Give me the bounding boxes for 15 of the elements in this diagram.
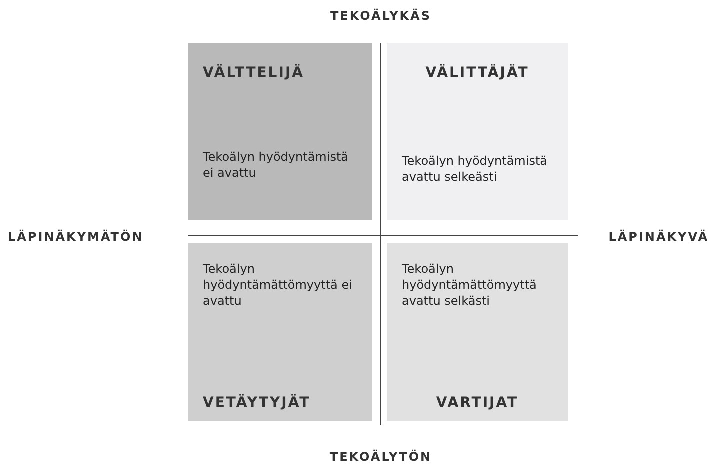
quadrant-description: Tekoälyn hyödyntämistä avattu selkeästi: [402, 153, 549, 185]
quadrant-title: VETÄYTYJÄT: [203, 395, 311, 411]
quadrant-description: Tekoälyn hyödyntämistä ei avattu: [203, 149, 350, 181]
quadrant-description: Tekoälyn hyödyntämättömyyttä ei avattu: [203, 261, 353, 309]
axis-label: TEKOÄLYTÖN: [328, 450, 434, 464]
quadrant-box: [188, 43, 372, 220]
quadrant-box: [188, 243, 372, 421]
quadrant-description: Tekoälyn hyödyntämättömyyttä avattu selkästi: [402, 261, 538, 309]
quadrant-title: VARTIJAT: [435, 395, 520, 411]
quadrant-title: VÄLTTELIJÄ: [203, 65, 304, 81]
axis-label: LÄPINÄKYVÄ: [608, 230, 709, 244]
axis-label: LÄPINÄKYMÄTÖN: [8, 230, 144, 244]
quadrant-title: VÄLITTÄJÄT: [424, 65, 530, 81]
axis-label: TEKOÄLYKÄS: [329, 9, 432, 23]
quadrant-box: [387, 243, 568, 421]
